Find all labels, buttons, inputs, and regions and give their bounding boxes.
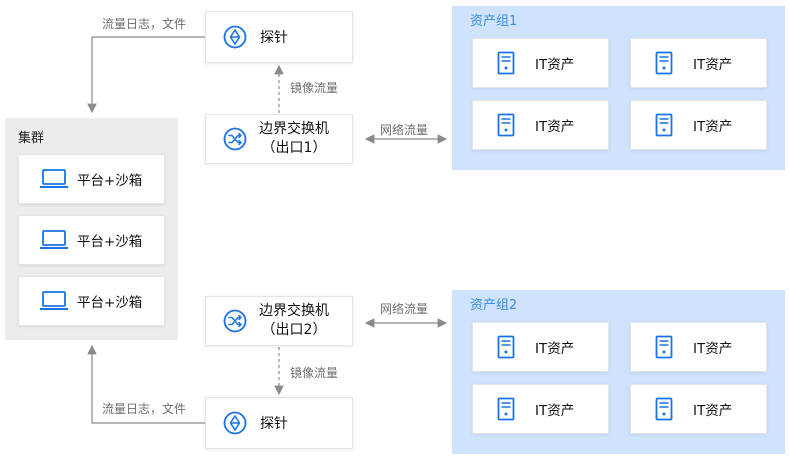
network-label-top: 网络流量 (380, 123, 429, 137)
it-asset-card[interactable]: IT资产 (472, 322, 609, 372)
probe-node-top[interactable]: 探针 (205, 11, 353, 63)
server-icon (497, 113, 515, 137)
border-switch-node-bottom[interactable]: 边界交换机 （出口2） (205, 296, 353, 346)
laptop-icon (40, 230, 68, 249)
server-icon (497, 397, 515, 421)
asset-label: IT资产 (535, 119, 575, 135)
probe-icon (223, 25, 247, 49)
asset-group-1: 资产组1 IT资产 IT资产 IT资产 IT资产 (452, 6, 785, 170)
probe-icon (223, 411, 247, 435)
server-icon (655, 397, 673, 421)
asset-label: IT资产 (693, 57, 733, 73)
platform-label: 平台+沙箱 (77, 173, 143, 189)
asset-group-title: 资产组2 (470, 298, 518, 313)
platform-label: 平台+沙箱 (77, 234, 143, 250)
switch-icon (223, 127, 247, 151)
mirror-label-bottom: 镜像流量 (290, 366, 339, 380)
it-asset-card[interactable]: IT资产 (630, 384, 767, 434)
mirror-label-top: 镜像流量 (290, 81, 339, 95)
probe-label: 探针 (260, 416, 288, 432)
platform-sandbox-node[interactable]: 平台+沙箱 (18, 276, 165, 326)
server-icon (655, 113, 673, 137)
it-asset-card[interactable]: IT资产 (630, 100, 767, 150)
switch-name: 边界交换机 (259, 303, 329, 319)
platform-sandbox-node[interactable]: 平台+沙箱 (18, 215, 165, 265)
asset-label: IT资产 (693, 403, 733, 419)
server-icon (497, 335, 515, 359)
it-asset-card[interactable]: IT资产 (472, 100, 609, 150)
platform-sandbox-node[interactable]: 平台+沙箱 (18, 154, 165, 204)
it-asset-card[interactable]: IT资产 (630, 322, 767, 372)
cluster-title: 集群 (18, 131, 45, 146)
server-icon (655, 51, 673, 75)
switch-icon (223, 309, 247, 333)
border-switch-node-top[interactable]: 边界交换机 （出口1） (205, 114, 353, 164)
asset-label: IT资产 (535, 57, 575, 73)
platform-label: 平台+沙箱 (77, 295, 143, 311)
log-label-top: 流量日志，文件 (102, 17, 187, 31)
server-icon (655, 335, 673, 359)
asset-label: IT资产 (535, 403, 575, 419)
probe-label: 探针 (260, 30, 288, 46)
asset-group-2: 资产组2 IT资产 IT资产 IT资产 IT资产 (452, 290, 785, 454)
it-asset-card[interactable]: IT资产 (472, 38, 609, 88)
switch-exit: （出口2） (261, 322, 327, 338)
asset-group-title: 资产组1 (470, 14, 518, 29)
switch-exit: （出口1） (261, 140, 327, 156)
laptop-icon (40, 169, 68, 188)
cluster-panel: 集群 平台+沙箱 平台+沙箱 平台+沙箱 (5, 118, 178, 340)
probe-node-bottom[interactable]: 探针 (205, 397, 353, 449)
log-connector-top (87, 36, 205, 114)
network-label-bottom: 网络流量 (380, 302, 429, 316)
laptop-icon (40, 291, 68, 310)
it-asset-card[interactable]: IT资产 (630, 38, 767, 88)
server-icon (497, 51, 515, 75)
log-label-bottom: 流量日志，文件 (102, 402, 187, 416)
asset-label: IT资产 (535, 341, 575, 357)
asset-label: IT资产 (693, 119, 733, 135)
switch-name: 边界交换机 (259, 121, 329, 137)
asset-label: IT资产 (693, 341, 733, 357)
log-connector-bottom (87, 344, 205, 424)
it-asset-card[interactable]: IT资产 (472, 384, 609, 434)
